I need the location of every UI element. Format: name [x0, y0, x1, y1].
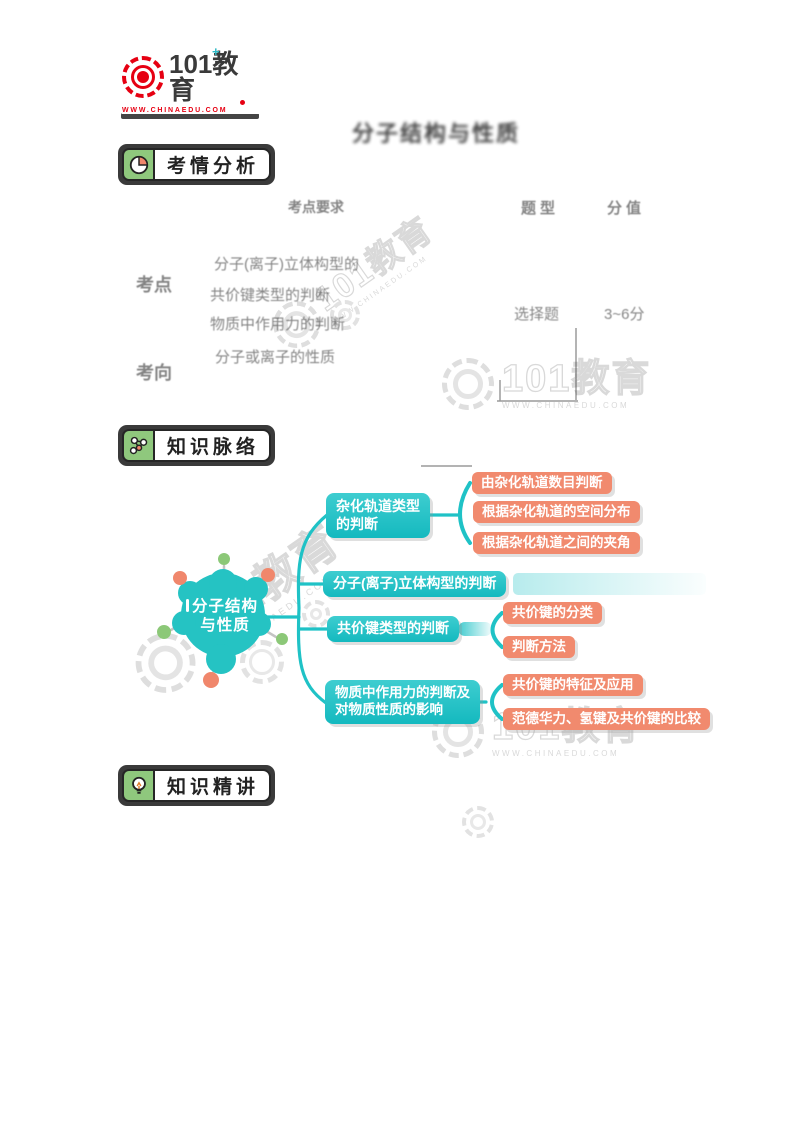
page-title: 分子结构与性质 [352, 121, 521, 146]
section-title: 考情分析 [155, 148, 272, 181]
mindmap-child: 根据杂化轨道之间的夹角 [473, 532, 640, 555]
exam-col-type: 题型 [521, 200, 560, 217]
mindmap-branch: 杂化轨道类型 的判断 [326, 493, 430, 538]
branch-label-line: 杂化轨道类型 [336, 498, 420, 514]
mindmap-child: 范德华力、氢键及共价键的比较 [503, 708, 710, 731]
section-badge-knowledge-map: 知识脉络 [117, 425, 276, 466]
brand-logo: 101教育+ WWW.CHINAEDU.COM [122, 45, 264, 114]
watermark: 101教育 WWW.CHINAEDU.COM [442, 358, 651, 410]
atom-dot [173, 571, 187, 585]
atom-dot [203, 672, 219, 688]
root-label-line: 与性质 [200, 617, 250, 635]
branch-label-line: 分子(离子)立体构型的判断 [333, 575, 497, 591]
branch-label-line: 对物质性质的影响 [335, 701, 443, 717]
lightbulb-icon [122, 769, 155, 802]
watermark-subtext: WWW.CHINAEDU.COM [492, 749, 620, 758]
mindmap-branch: 分子(离子)立体构型的判断 [323, 571, 507, 597]
logo-underline [121, 113, 259, 119]
mindmap-branch: 共价键类型的判断 [327, 616, 459, 642]
gear-icon [302, 600, 330, 628]
brand-url: WWW.CHINAEDU.COM [122, 106, 228, 114]
section-badge-analysis: 考情分析 [117, 144, 276, 185]
gear-icon [330, 300, 360, 330]
atom-dot [157, 625, 171, 639]
exam-type-value: 选择题 [514, 306, 560, 323]
branch-label-line: 共价键类型的判断 [337, 620, 449, 636]
section-badge-lecture: 知识精讲 [117, 765, 276, 806]
pie-chart-icon [122, 148, 155, 181]
exam-col-requirement: 考点要求 [288, 199, 344, 215]
atom-dot [276, 633, 288, 645]
atom-dot [261, 568, 275, 582]
logo-emblem-icon [122, 55, 164, 98]
watermark-subtext: WWW.CHINAEDU.COM [502, 401, 630, 410]
section-title: 知识脉络 [155, 429, 272, 462]
exam-content-line: 共价键类型的判断 [210, 287, 331, 304]
exam-row-label: 考点 [136, 275, 172, 295]
mindmap-root-label: 分子结构 与性质 [150, 597, 300, 636]
atom-dot [218, 553, 230, 565]
mindmap-branch: 物质中作用力的判断及 对物质性质的影响 [325, 680, 480, 724]
brand-name: 101教育+ [169, 45, 264, 105]
branch-label-line: 的判断 [336, 515, 378, 532]
exam-col-score: 分值 [607, 200, 646, 217]
mindmap-child: 共价键的分类 [503, 602, 602, 625]
exam-content-line: 分子(离子)立体构型的 [214, 256, 359, 273]
mindmap-child: 根据杂化轨道的空间分布 [473, 501, 640, 524]
logo-dot-icon [240, 99, 245, 105]
exam-content-line: 分子或离子的性质 [215, 349, 336, 366]
brand-number: 101 [169, 48, 213, 79]
section-title: 知识精讲 [155, 769, 272, 802]
branch-label-line: 物质中作用力的判断及 [335, 685, 470, 700]
mindmap-child: 判断方法 [503, 636, 575, 659]
watermark-gear-icon [442, 358, 494, 410]
mindmap-child: 共价键的特征及应用 [503, 674, 643, 697]
molecule-icon [122, 429, 155, 462]
mindmap-child: 由杂化轨道数目判断 [472, 472, 612, 495]
exam-score-value: 3~6分 [604, 306, 645, 323]
gear-icon [462, 806, 494, 838]
watermark-text: 101教育 [501, 358, 652, 400]
gear-icon [240, 640, 284, 684]
exam-row-label: 考向 [136, 363, 172, 383]
exam-content-line: 物质中作用力的判断 [210, 316, 346, 333]
root-label-line: 分子结构 [191, 598, 258, 615]
brand-word: 教育 [169, 48, 239, 105]
mindmap-root-molecule [150, 545, 300, 695]
logo-plus-icon: + [212, 43, 220, 59]
root-text-bar [186, 599, 189, 612]
